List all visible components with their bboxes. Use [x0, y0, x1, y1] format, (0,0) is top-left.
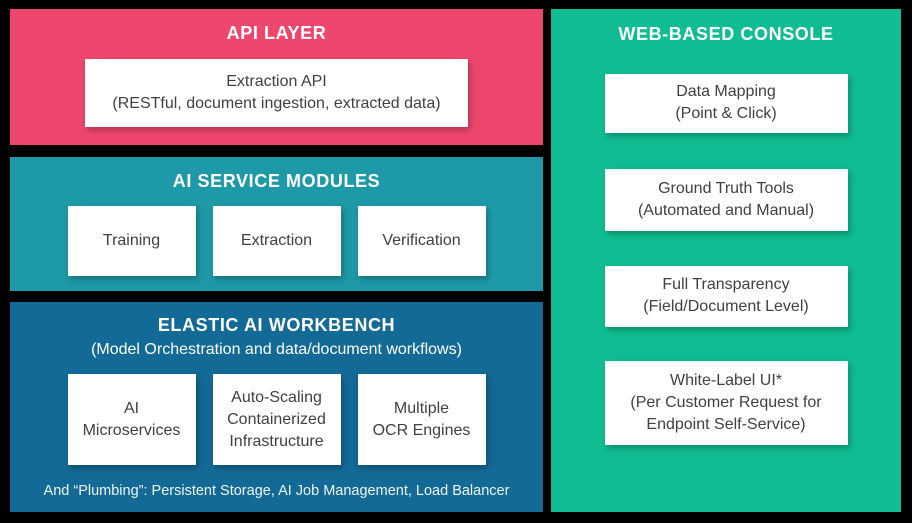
card-line: OCR Engines: [372, 421, 471, 439]
card-line: Microservices: [82, 421, 181, 439]
card-line: Full Transparency: [662, 276, 790, 294]
card-line: (Point & Click): [675, 105, 777, 123]
card-line: Auto-Scaling: [231, 388, 322, 406]
card-line: Multiple: [393, 399, 450, 417]
web-based-console-title: WEB-BASED CONSOLE: [618, 24, 834, 44]
card-line: Containerized: [227, 410, 326, 428]
card-data-mapping: Data Mapping (Point & Click): [604, 73, 848, 133]
card-training: Training: [67, 205, 196, 276]
section-api-layer: API LAYER Extraction API (RESTful, docum…: [10, 9, 543, 145]
card-line: Infrastructure: [229, 432, 324, 450]
card-full-transparency: Full Transparency (Field/Document Level): [604, 265, 848, 327]
card-line: AI: [123, 399, 140, 417]
card-line: (Field/Document Level): [643, 298, 809, 316]
card-line: White-Label UI*: [669, 371, 783, 389]
card-line: (Per Customer Request for: [630, 393, 822, 411]
section-ai-service-modules: AI SERVICE MODULES Training Extraction V…: [10, 157, 543, 291]
card-line: Training: [102, 231, 161, 249]
card-white-label-ui: White-Label UI* (Per Customer Request fo…: [604, 360, 848, 445]
card-ai-microservices: AI Microservices: [67, 374, 196, 466]
ai-service-modules-title: AI SERVICE MODULES: [172, 171, 381, 191]
card-line: Verification: [382, 231, 461, 249]
card-line: (Automated and Manual): [637, 201, 815, 219]
section-elastic-ai-workbench: ELASTIC AI WORKBENCH (Model Orchestratio…: [10, 302, 543, 512]
left-column: API LAYER Extraction API (RESTful, docum…: [10, 9, 543, 512]
api-layer-title: API LAYER: [226, 23, 327, 43]
card-line: (RESTful, document ingestion, extracted …: [112, 94, 441, 112]
elastic-ai-workbench-subtitle: (Model Orchestration and data/document w…: [91, 340, 462, 358]
ai-service-card-row: Training Extraction Verification: [67, 205, 486, 276]
card-line: Extraction: [240, 231, 313, 249]
card-line: Extraction API: [226, 72, 327, 90]
card-auto-scaling-infrastructure: Auto-Scaling Containerized Infrastructur…: [212, 374, 341, 466]
workbench-footer-note: And “Plumbing”: Persistent Storage, AI J…: [43, 482, 510, 499]
elastic-ai-workbench-title: ELASTIC AI WORKBENCH: [157, 315, 396, 335]
card-line: Endpoint Self-Service): [646, 415, 806, 433]
card-verification: Verification: [357, 205, 486, 276]
section-web-based-console: WEB-BASED CONSOLE Data Mapping (Point & …: [551, 9, 901, 512]
card-ground-truth-tools: Ground Truth Tools (Automated and Manual…: [604, 168, 848, 231]
card-multiple-ocr-engines: Multiple OCR Engines: [357, 374, 486, 466]
card-line: Ground Truth Tools: [658, 179, 794, 197]
card-extraction: Extraction: [212, 205, 341, 276]
card-line: Data Mapping: [676, 83, 776, 101]
workbench-card-row: AI Microservices Auto-Scaling Containeri…: [67, 374, 486, 466]
card-extraction-api: Extraction API (RESTful, document ingest…: [85, 58, 468, 127]
